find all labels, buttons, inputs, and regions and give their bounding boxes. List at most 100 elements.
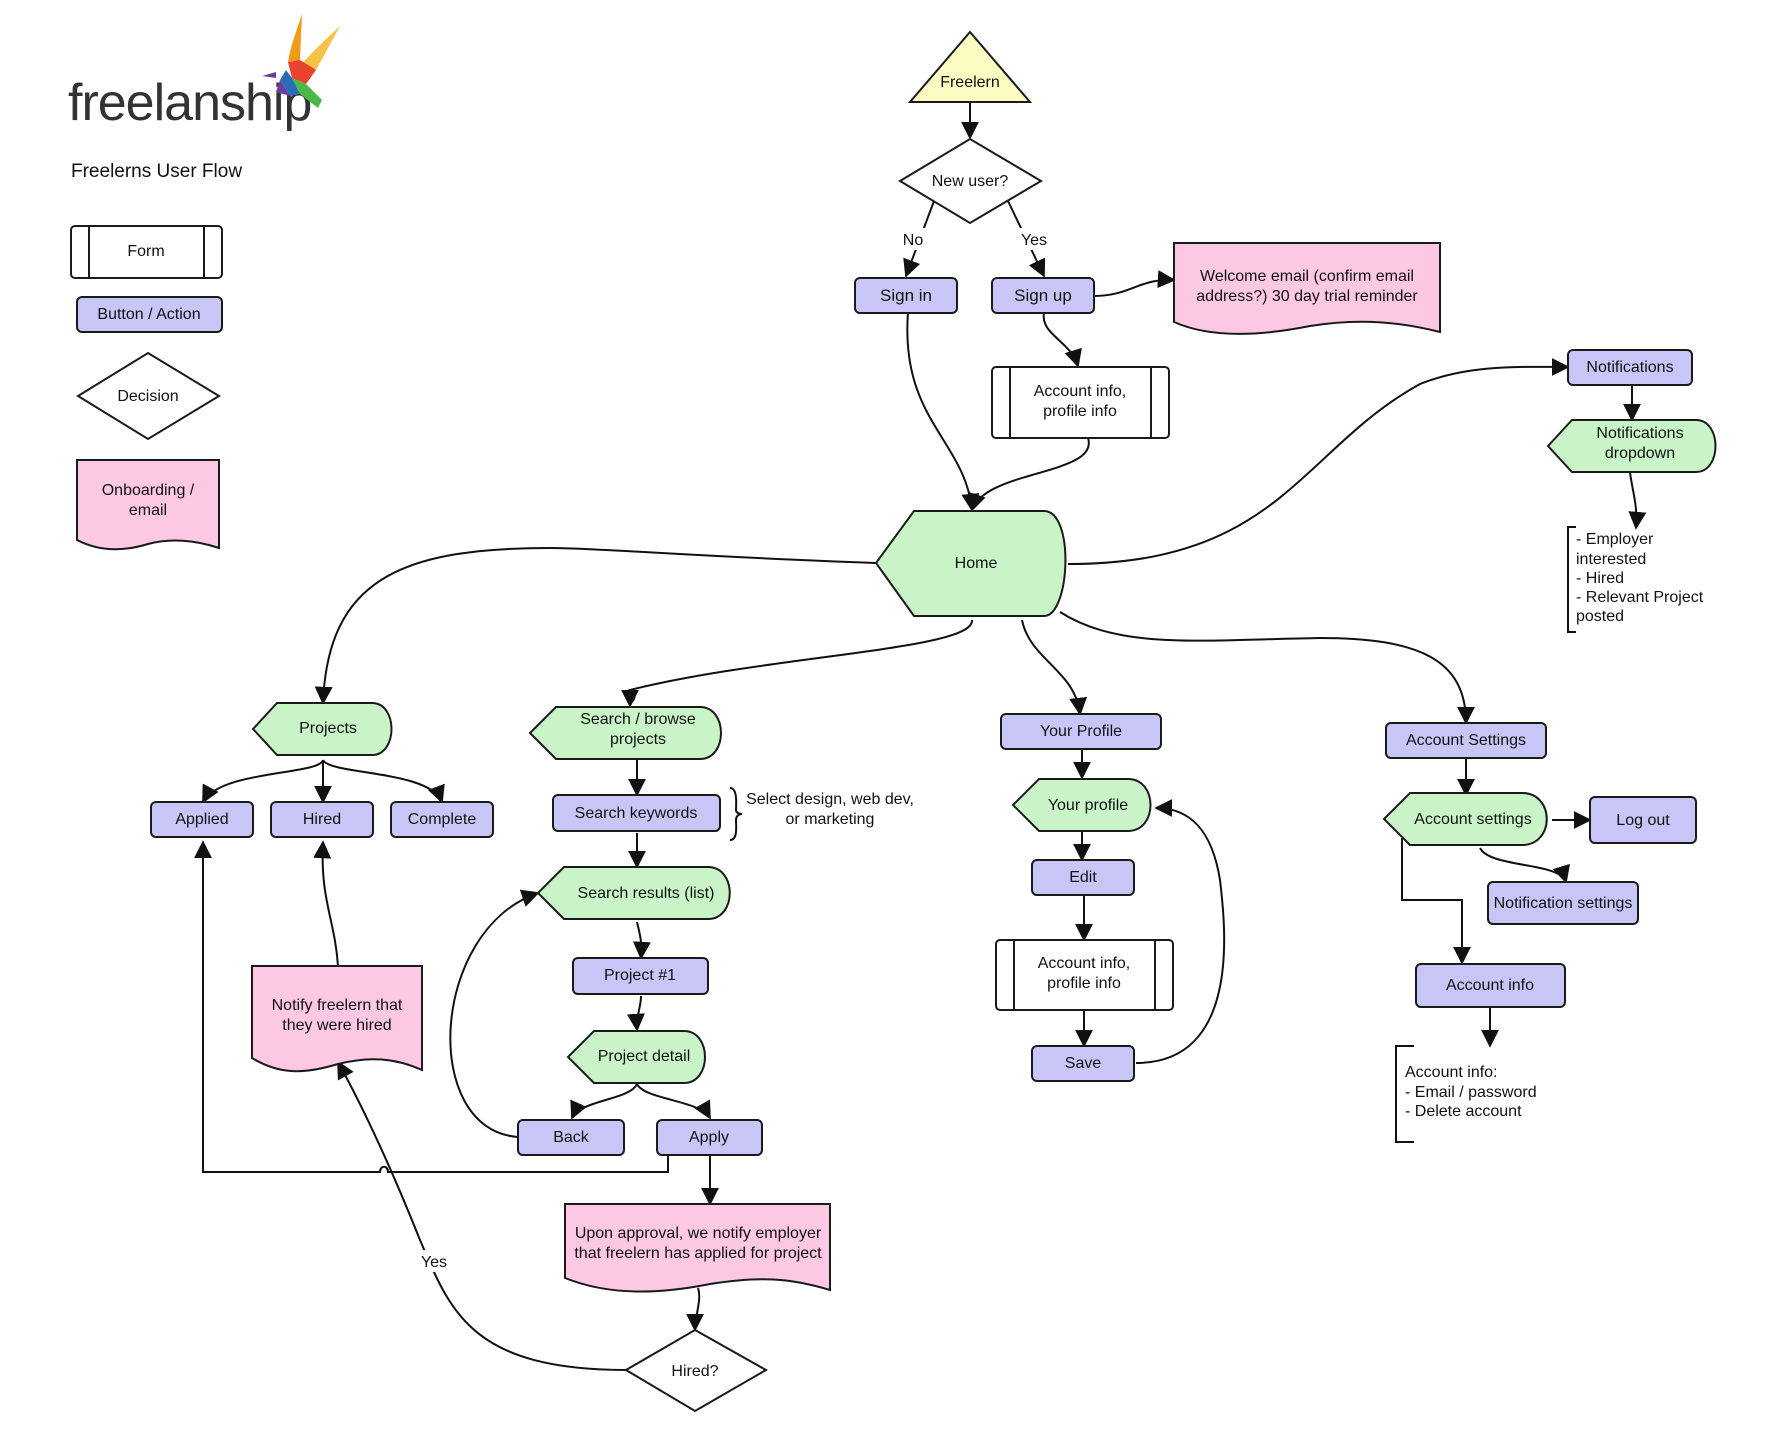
projects-screen-node[interactable]: Projects [251,702,393,756]
account-info-button[interactable]: Account info [1415,963,1566,1008]
legend-button: Button / Action [76,296,223,333]
search-browse-screen-node[interactable]: Search / browse projects [528,706,722,760]
apply-label: Apply [689,1129,729,1146]
legend-onboarding-line-1: Onboarding / [102,482,195,499]
edge-label-hired-yes: Yes [421,1254,447,1271]
signup-form-line-2: profile info [1043,403,1117,420]
notify-hired-email-node[interactable]: Notify freelern that they were hired [251,965,423,1073]
edge-back-to-results [449,889,540,1138]
signup-account-info-form[interactable]: Account info, profile info [991,366,1170,439]
search-browse-line-2: projects [610,731,666,748]
edge-approval-to-hired-decision [686,1287,705,1332]
legend-onboarding-line-2: email [129,502,167,519]
edge-home-to-search [621,619,974,708]
edge-apply-to-applied [194,840,669,1173]
account-settings-screen-node[interactable]: Account settings [1382,792,1548,846]
your-profile-screen-label: Your profile [1048,797,1128,814]
edge-project-to-detail [626,995,645,1032]
welcome-email-line-2: address?) 30 day trial reminder [1196,288,1418,305]
home-label: Home [955,555,998,572]
notification-settings-button[interactable]: Notification settings [1487,881,1639,925]
edge-signup-to-welcome [1093,270,1176,297]
search-keywords-label: Search keywords [575,805,698,822]
hired-decision-node[interactable]: Hired? [624,1328,769,1413]
legend-button-label: Button / Action [97,306,200,323]
notify-hired-line-2: they were hired [282,1017,391,1034]
applied-label: Applied [175,811,228,828]
profile-form-line-1: Account info, [1038,955,1131,972]
edge-home-to-projects [314,546,877,705]
edit-label: Edit [1069,869,1097,886]
freelanship-logo: freelanship [68,14,340,132]
projects-label: Projects [299,720,357,737]
connectors [194,103,1647,1371]
home-screen-node[interactable]: Home [874,510,1067,617]
node-new-user-decision[interactable]: New user? [898,137,1043,225]
profile-form-line-2: profile info [1047,975,1121,992]
sign-in-button[interactable]: Sign in [854,277,958,314]
apply-button[interactable]: Apply [656,1119,763,1156]
signup-form-line-1: Account info, [1034,383,1127,400]
notifications-button[interactable]: Notifications [1567,349,1693,386]
legend-decision-label: Decision [117,388,178,405]
account-info-label: Account info [1446,977,1534,994]
notifications-note-line-1: - Employer [1576,531,1654,548]
your-profile-button[interactable]: Your Profile [1000,713,1162,750]
complete-button[interactable]: Complete [390,801,494,838]
search-keywords-button[interactable]: Search keywords [552,794,721,832]
edge-projects-to-applied [202,759,324,804]
edge-account-form-to-home [968,437,1090,512]
node-freelern-start[interactable]: Freelern [907,30,1033,103]
profile-account-info-form[interactable]: Account info, profile info [995,939,1174,1011]
notify-hired-line-1: Notify freelern that [272,997,403,1014]
legend-form-label: Form [127,243,164,260]
welcome-email-node[interactable]: Welcome email (confirm email address?) 3… [1173,242,1441,335]
back-label: Back [553,1129,590,1146]
notifications-note-line-2: interested [1576,551,1646,568]
account-info-note-line-2: - Email / password [1405,1084,1537,1101]
edge-save-to-profile-screen [1135,799,1226,1064]
back-button[interactable]: Back [517,1119,625,1156]
project-detail-screen-node[interactable]: Project detail [566,1030,706,1084]
notifications-note-line-4: - Relevant Project [1576,589,1704,606]
keywords-note-line-1: Select design, web dev, [746,791,914,808]
notifications-dropdown-node[interactable]: Notifications dropdown [1546,419,1717,473]
notification-settings-label: Notification settings [1494,895,1633,912]
sign-up-button[interactable]: Sign up [991,277,1095,314]
approval-email-line-1: Upon approval, we notify employer [575,1225,822,1242]
edge-detail-to-back [570,1083,638,1120]
edge-settings-to-notification-settings [1479,847,1570,884]
notifications-dropdown-line-2: dropdown [1605,445,1675,462]
notifications-dropdown-line-1: Notifications [1596,425,1683,442]
your-profile-screen-node[interactable]: Your profile [1011,778,1152,832]
edit-button[interactable]: Edit [1031,859,1135,896]
hired-button[interactable]: Hired [270,801,374,838]
edge-label-yes: Yes [1021,232,1047,249]
approval-email-node[interactable]: Upon approval, we notify employer that f… [564,1203,831,1293]
account-settings-button-label: Account Settings [1406,732,1526,749]
account-settings-button[interactable]: Account Settings [1385,722,1547,759]
welcome-email-line-1: Welcome email (confirm email [1200,268,1414,285]
save-label: Save [1065,1055,1102,1072]
save-button[interactable]: Save [1031,1045,1135,1082]
hired-label: Hired [303,811,341,828]
legend-decision: Decision [76,351,221,441]
notifications-note: - Employer interested - Hired - Relevant… [1567,526,1704,633]
edge-signin-to-home [906,311,980,512]
your-profile-button-label: Your Profile [1040,723,1122,740]
project-1-button[interactable]: Project #1 [572,957,709,995]
hummingbird-icon [262,14,340,108]
sign-up-label: Sign up [1014,286,1072,305]
applied-button[interactable]: Applied [150,801,254,838]
log-out-button[interactable]: Log out [1589,796,1697,844]
account-settings-screen-label: Account settings [1414,811,1531,828]
edge-signup-to-account-form [1042,311,1082,368]
search-results-screen-node[interactable]: Search results (list) [536,866,731,920]
hired-decision-label: Hired? [671,1363,718,1380]
legend-form: Form [70,225,223,279]
log-out-label: Log out [1616,812,1670,829]
notifications-label: Notifications [1586,359,1673,376]
approval-email-line-2: that freelern has applied for project [574,1245,822,1262]
